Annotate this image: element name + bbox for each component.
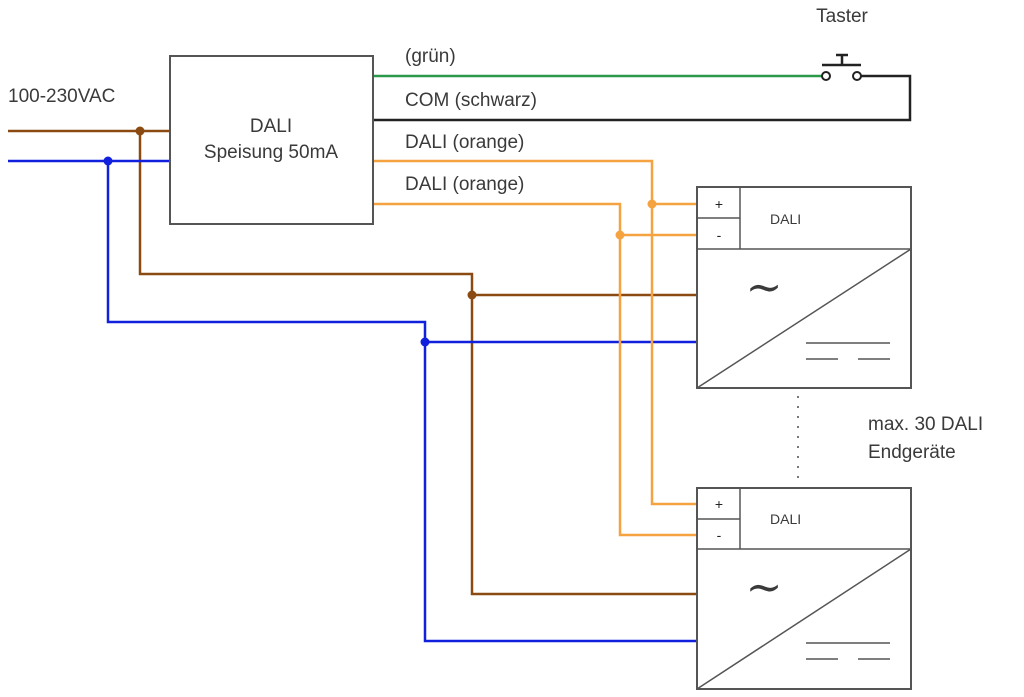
device-2-minus-terminal: - (717, 527, 722, 543)
supply-title: DALI (250, 116, 292, 137)
blue-wires (8, 159, 697, 643)
dali-device-1 (696, 186, 912, 389)
brown-junction (467, 290, 477, 300)
device-1-ac-symbol: ~ (746, 262, 783, 313)
orange-dali-minus-wire (373, 202, 697, 237)
max-devices-note-line2: Endgeräte (868, 442, 956, 463)
blue-device2-wire (423, 342, 697, 643)
device-2-plus-terminal: + (715, 496, 723, 512)
blue-junction (420, 337, 430, 347)
black-com-wire (373, 74, 912, 122)
brown-branch-wire (138, 131, 697, 297)
brown-device2-wire (470, 295, 697, 596)
device-2-dali-label: DALI (770, 511, 801, 527)
device-2-ac-symbol: ~ (746, 562, 783, 613)
device-1-minus-terminal: - (717, 227, 722, 243)
max-devices-note-line1: max. 30 DALI (868, 414, 983, 435)
input-voltage-label: 100-230VAC (8, 86, 115, 107)
supply-subtitle: Speisung 50mA (204, 142, 338, 163)
device-1-plus-terminal: + (715, 196, 723, 212)
brown-junction (135, 126, 145, 136)
com-wire-label: COM (schwarz) (405, 90, 537, 111)
pushbutton-switch-icon (821, 53, 862, 81)
orange-junction (647, 199, 657, 209)
orange-junction (615, 230, 625, 240)
blue-branch-wire (106, 161, 697, 344)
dali-supply-box (169, 55, 374, 225)
orange-dali-plus-wire (373, 159, 697, 206)
orange-dali-minus-device2-wire (618, 235, 697, 537)
orange-wires (373, 159, 697, 537)
device-1-dali-label: DALI (770, 211, 801, 227)
dali-wire-label-2: DALI (orange) (405, 174, 524, 195)
dali-wire-label-1: DALI (orange) (405, 132, 524, 153)
green-wire-label: (grün) (405, 46, 456, 67)
orange-dali-plus-device2-wire (650, 204, 697, 506)
dali-device-2 (696, 487, 912, 690)
taster-label: Taster (816, 6, 868, 27)
blue-junction (103, 156, 113, 166)
